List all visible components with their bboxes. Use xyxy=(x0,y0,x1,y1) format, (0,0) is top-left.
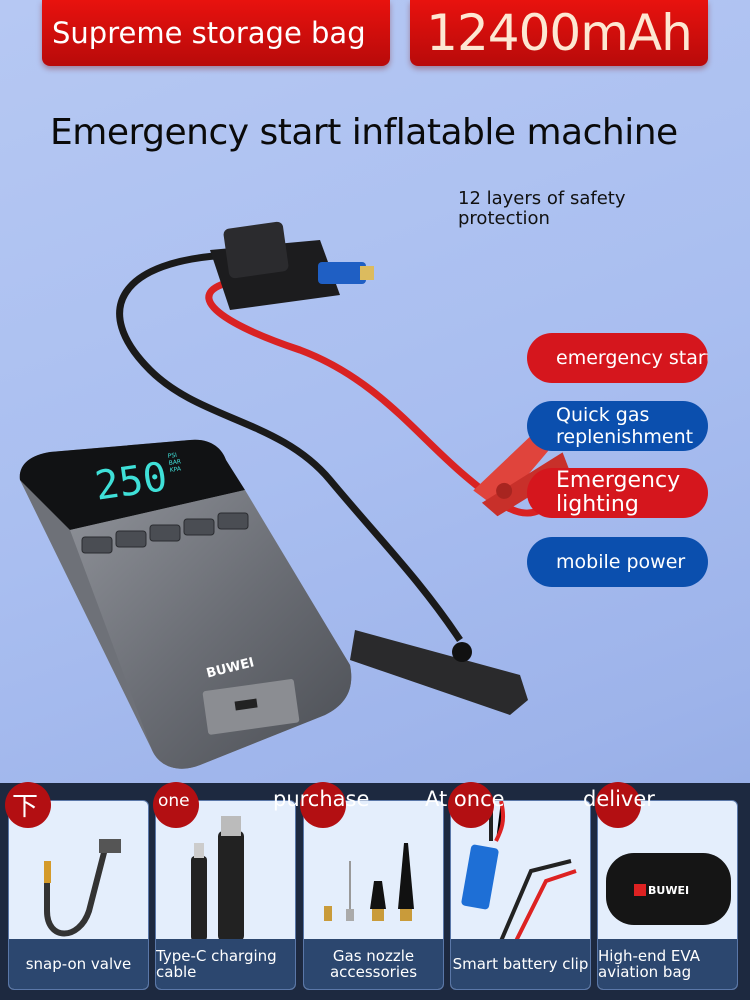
feature-label: Quick gas replenishment xyxy=(556,404,694,448)
snap-on-valve-image xyxy=(44,839,121,937)
banner-word: purchase xyxy=(273,787,370,811)
feature-label: Emergency lighting xyxy=(556,468,681,517)
banner-word: one xyxy=(158,791,190,811)
capacity-text: 12400mAh xyxy=(426,4,693,62)
badge-circle xyxy=(153,782,199,828)
accessory-card: Smart battery clip xyxy=(450,800,591,990)
storage-bag-badge: Supreme storage bag xyxy=(42,0,390,66)
banner-word: At once xyxy=(425,787,505,811)
power-button xyxy=(217,512,249,530)
accessory-label: snap-on valve xyxy=(9,939,148,989)
bag-brand-logo: BUWEI xyxy=(648,884,689,897)
pressure-display: 250 xyxy=(92,454,170,510)
accessory-label: Type-C charging cable xyxy=(156,939,295,989)
feature-label: emergency start xyxy=(556,347,708,369)
accessory-card: snap-on valve xyxy=(8,800,149,990)
light-button xyxy=(81,536,113,554)
gas-nozzle-image xyxy=(324,843,414,921)
banner-word: 下 xyxy=(12,792,39,822)
plus-button xyxy=(115,530,147,548)
badge-circle xyxy=(595,782,641,828)
unit-kpa: KPA xyxy=(169,465,182,474)
feature-mobile-power: mobile power xyxy=(527,537,708,587)
minus-button xyxy=(183,518,215,536)
banner-word: deliver xyxy=(583,787,655,811)
feature-quick-gas: Quick gas replenishment xyxy=(527,401,708,451)
badge-circle xyxy=(300,782,346,828)
type-c-cable-image xyxy=(191,816,244,941)
black-cable xyxy=(116,251,463,642)
black-clamp xyxy=(350,630,528,715)
smart-battery-clip-image xyxy=(461,801,577,941)
mode-button xyxy=(149,524,181,542)
feature-emergency-start: emergency start xyxy=(527,333,708,383)
safety-note: 12 layers of safety protection xyxy=(458,188,626,229)
accessory-label: High-end EVA aviation bag xyxy=(598,939,737,989)
smart-module xyxy=(210,221,374,310)
capacity-badge: 12400mAh xyxy=(410,0,708,66)
accessory-card: BUWEI High-end EVA aviation bag xyxy=(597,800,738,990)
headline: Emergency start inflatable machine xyxy=(50,112,678,153)
badge-circle xyxy=(5,782,51,828)
accessory-label: Gas nozzle accessories xyxy=(304,939,443,989)
jump-starter-device: BUWEI 250 PSI BAR KPA xyxy=(19,439,352,769)
accessory-card: Gas nozzle accessories xyxy=(303,800,444,990)
feature-emergency-lighting: Emergency lighting xyxy=(527,468,708,518)
accessory-card: Type-C charging cable xyxy=(155,800,296,990)
feature-label: mobile power xyxy=(556,551,686,573)
eva-bag-image: BUWEI xyxy=(606,853,731,925)
unit-bar: BAR xyxy=(168,458,181,467)
accessory-label: Smart battery clip xyxy=(451,939,590,989)
badge-circle xyxy=(448,782,494,828)
unit-psi: PSI xyxy=(167,452,177,460)
storage-bag-text: Supreme storage bag xyxy=(52,16,366,50)
